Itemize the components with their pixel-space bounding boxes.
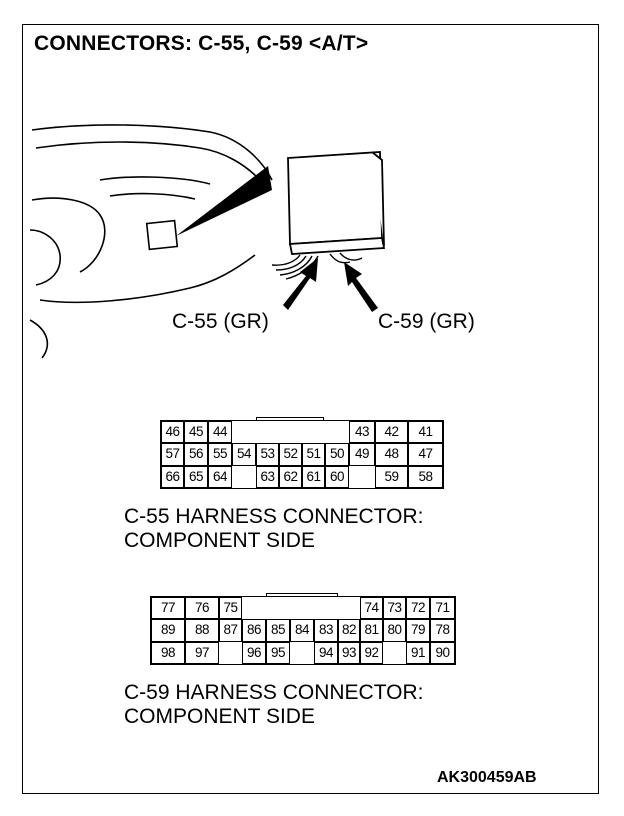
leader-wedge <box>176 166 272 236</box>
c59-pin: 72 <box>406 597 430 619</box>
c55-pin: 46 <box>161 421 184 443</box>
ecu-unit <box>287 151 383 245</box>
c59-pin: 89 <box>151 619 185 642</box>
c55-pin: 62 <box>279 466 302 488</box>
c59-pin: 79 <box>406 619 430 642</box>
c55-pin: 44 <box>208 421 232 443</box>
c55-pin: 65 <box>184 466 208 488</box>
c59-pin: 97 <box>185 642 219 664</box>
c59-pin: 74 <box>360 597 383 619</box>
c55-pin: 51 <box>302 443 325 466</box>
c59-pin: 83 <box>314 619 338 642</box>
c59-pin: 75 <box>219 597 242 619</box>
c59-pin: 98 <box>151 642 185 664</box>
c59-pin: 85 <box>266 619 290 642</box>
diagram-frame <box>22 24 599 794</box>
c55-pin: 49 <box>349 443 375 466</box>
c55-caption-line1: C-55 HARNESS CONNECTOR: <box>124 505 424 528</box>
label-c55: C-55 (GR) <box>172 310 269 333</box>
c55-pin: 52 <box>279 443 302 466</box>
c59-pin: 73 <box>383 597 406 619</box>
c59-pin: 93 <box>338 642 360 664</box>
c59-pin: 84 <box>290 619 314 642</box>
c55-pin: 66 <box>161 466 184 488</box>
c59-pin: 78 <box>430 619 455 642</box>
c59-pin: 86 <box>242 619 266 642</box>
c59-pin: 87 <box>219 619 242 642</box>
c55-pin: 61 <box>302 466 325 488</box>
c59-caption-line2: COMPONENT SIDE <box>124 705 315 728</box>
c55-pin: 48 <box>375 443 408 466</box>
c55-pin: 43 <box>349 421 375 443</box>
c59-pin: 81 <box>360 619 383 642</box>
c59-pin: 88 <box>185 619 219 642</box>
c59-pin: 76 <box>185 597 219 619</box>
c55-pin: 41 <box>408 421 443 443</box>
c55-pin: 57 <box>161 443 184 466</box>
c59-pin: 91 <box>406 642 430 664</box>
c55-pin: 60 <box>325 466 349 488</box>
arrow-c59 <box>344 262 378 312</box>
c55-pin: 58 <box>408 466 443 488</box>
c55-pin: 42 <box>375 421 408 443</box>
c59-pin: 80 <box>383 619 406 642</box>
c55-pin: 53 <box>256 443 279 466</box>
c55-pin: 63 <box>256 466 279 488</box>
dashboard-outline <box>31 124 273 181</box>
c55-pin: 64 <box>208 466 232 488</box>
c55-pin: 56 <box>184 443 208 466</box>
c55-pin: 59 <box>375 466 408 488</box>
c59-pin: 96 <box>242 642 266 664</box>
c55-pin: 55 <box>208 443 232 466</box>
c55-pin: 45 <box>184 421 208 443</box>
c59-pin: 77 <box>151 597 185 619</box>
wire-harness <box>271 254 301 266</box>
c55-pin: 50 <box>325 443 349 466</box>
c55-pin: 54 <box>232 443 256 466</box>
c59-caption-line1: C-59 HARNESS CONNECTOR: <box>124 681 424 704</box>
c55-caption-line2: COMPONENT SIDE <box>124 529 315 552</box>
c59-pin: 94 <box>314 642 338 664</box>
page-title: CONNECTORS: C-55, C-59 <A/T> <box>34 32 369 55</box>
c59-pin: 71 <box>430 597 455 619</box>
arrow-c55 <box>283 258 318 310</box>
c59-pin: 90 <box>430 642 455 664</box>
c55-pin: 47 <box>408 443 443 466</box>
label-c59: C-59 (GR) <box>378 310 475 333</box>
figure-code: AK300459AB <box>437 769 537 786</box>
c59-pin: 82 <box>338 619 360 642</box>
c59-pin: 95 <box>266 642 290 664</box>
c59-pin: 92 <box>360 642 383 664</box>
ecu-location-box <box>145 219 179 251</box>
